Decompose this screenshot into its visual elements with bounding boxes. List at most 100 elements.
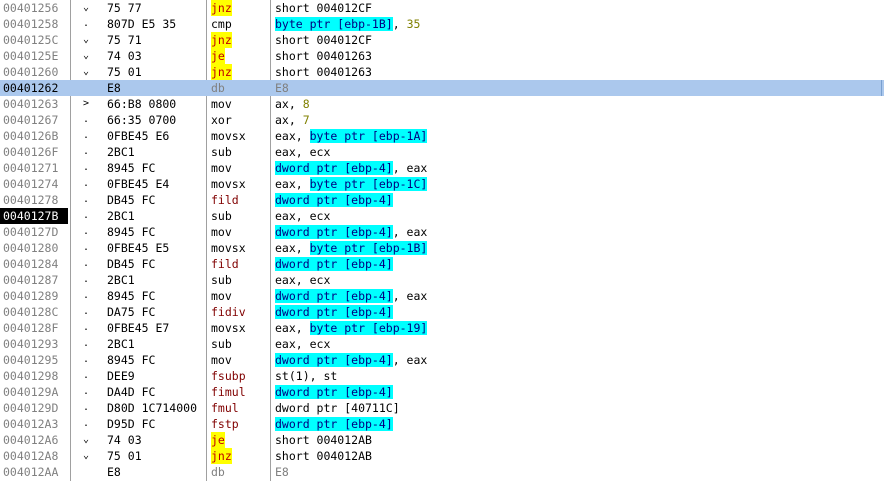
address-cell: 00401256 (3, 1, 59, 15)
hex-bytes-cell: DEE9 (107, 369, 135, 383)
column-divider[interactable] (206, 0, 207, 481)
mnemonic-cell: jnz (211, 0, 232, 16)
hex-bytes-cell: 75 77 (107, 1, 142, 15)
operand-text: short 004012AB (275, 449, 372, 463)
mnemonic-cell: je (211, 48, 225, 64)
mnemonic-cell: fstp (211, 417, 239, 431)
jump-marker: > (83, 98, 90, 109)
operand-text: eax, ecx (275, 273, 331, 287)
address-cell: 00401271 (3, 161, 59, 175)
jump-marker: . (83, 130, 90, 141)
hex-bytes-cell: DB45 FC (107, 193, 156, 207)
instruction-row[interactable]: 00401293. 2BC1 sub eax, ecx (0, 336, 884, 352)
operand-text: eax, (275, 321, 310, 335)
mnemonic-cell: db (211, 465, 225, 479)
jump-marker: . (83, 114, 90, 125)
hex-bytes-cell: 74 03 (107, 49, 142, 63)
memory-operand: dword ptr [ebp-4] (275, 353, 393, 367)
address-cell: 00401293 (3, 337, 59, 351)
immediate-operand: 7 (302, 113, 310, 127)
mnemonic-cell: db (211, 81, 225, 95)
operands-cell: byte ptr [ebp-1B], 35 (275, 16, 420, 32)
jump-marker: ⌄ (83, 2, 90, 13)
operands-cell: dword ptr [ebp-4], eax (275, 160, 427, 176)
operand-text: dword ptr [40711C] (275, 401, 400, 415)
jump-marker: ⌄ (83, 450, 90, 461)
jump-marker: . (83, 290, 90, 301)
operand-text: E8 (275, 81, 289, 95)
operand-text: E8 (275, 465, 289, 479)
jump-marker: . (83, 194, 90, 205)
mnemonic-cell: sub (211, 337, 232, 351)
jump-marker: . (83, 370, 90, 381)
hex-bytes-cell: 0FBE45 E6 (107, 129, 170, 143)
memory-operand: dword ptr [ebp-4] (275, 289, 393, 303)
column-divider[interactable] (70, 0, 71, 481)
jump-marker (83, 80, 105, 96)
jump-marker: ⌄ (83, 434, 90, 445)
operands-cell: eax, ecx (275, 336, 330, 352)
operand-text: ax, (275, 113, 303, 127)
mnemonic-cell: je (211, 432, 225, 448)
operands-cell: short 00401263 (275, 64, 372, 80)
jump-marker: . (83, 418, 90, 429)
mnemonic-cell: fild (211, 257, 239, 271)
operand-text: , eax (392, 353, 428, 367)
operands-cell: short 004012AB (275, 448, 372, 464)
immediate-operand: 8 (302, 97, 310, 111)
address-cell: 0040129D (3, 401, 59, 415)
operands-cell: short 004012AB (275, 432, 372, 448)
operand-text: eax, (275, 177, 310, 191)
address-cell: 00401260 (3, 65, 59, 79)
memory-operand: dword ptr [ebp-4] (275, 225, 393, 239)
address-cell: 004012A3 (3, 417, 59, 431)
memory-operand: dword ptr [ebp-4] (275, 417, 393, 431)
mnemonic-cell: sub (211, 273, 232, 287)
hex-bytes-cell: 2BC1 (107, 337, 135, 351)
address-cell: 00401267 (3, 113, 59, 127)
column-divider[interactable] (270, 0, 271, 481)
operands-cell: eax, byte ptr [ebp-1A] (275, 128, 428, 144)
hex-bytes-cell: 66:B8 0800 (107, 97, 177, 111)
jump-marker: . (83, 338, 90, 349)
hex-bytes-cell: 74 03 (107, 433, 142, 447)
address-cell: 0040127B (0, 208, 68, 224)
mnemonic-cell: jnz (211, 32, 232, 48)
operand-text: eax, ecx (275, 337, 331, 351)
operand-text: eax, ecx (275, 209, 331, 223)
address-cell: 00401298 (3, 369, 59, 383)
mnemonic-cell: xor (211, 113, 232, 127)
operand-text: short 004012CF (275, 33, 372, 47)
operands-cell: eax, byte ptr [ebp-1C] (275, 176, 428, 192)
